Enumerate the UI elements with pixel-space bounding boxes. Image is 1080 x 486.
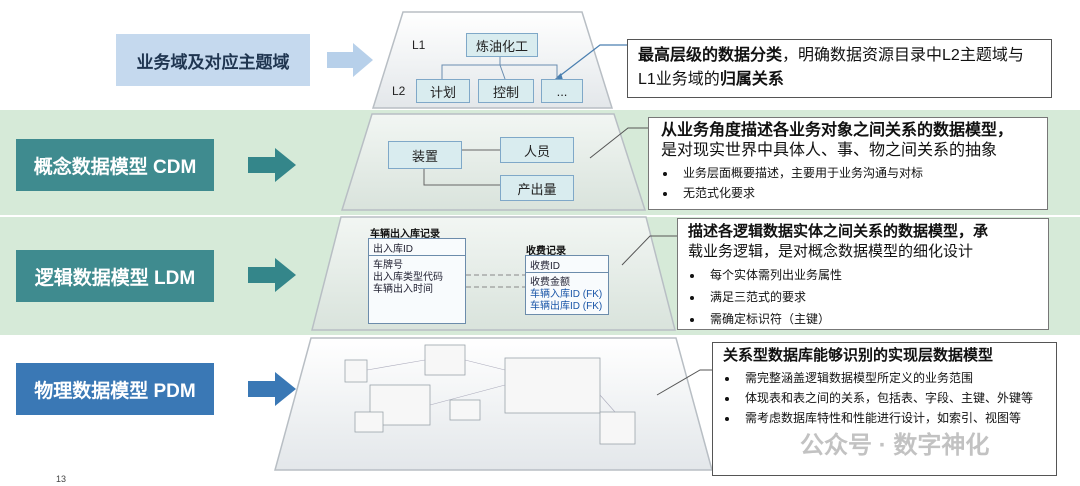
- ldm-table1-attr: 出入库类型代码: [373, 272, 443, 283]
- ldm-desc-title: 描述各逻辑数据实体之间关系的数据模型，承: [688, 223, 989, 240]
- domain-label: 业务域及对应主题域: [116, 34, 310, 86]
- ldm-table2-title: 收费记录: [526, 246, 566, 257]
- cdm-desc-bullet: 业务层面概要描述，主要用于业务沟通与对标: [677, 163, 1035, 183]
- cdm-description: 从业务角度描述各业务对象之间关系的数据模型， 是对现实世界中具体人、事、物之间关…: [648, 117, 1048, 210]
- l2-label: L2: [392, 84, 406, 98]
- ldm-table1-key: 出入库ID: [369, 239, 465, 256]
- ldm-desc-bullet: 需确定标识符（主键）: [704, 308, 1038, 330]
- domain-desc-bold: 最高层级的数据分类: [638, 47, 783, 64]
- pdm-label: 物理数据模型 PDM: [16, 363, 214, 415]
- arrow-right-icon: [327, 43, 373, 77]
- domain-root-node: 炼油化工: [466, 33, 538, 57]
- ldm-table1-attr: 车辆出入时间: [373, 284, 433, 295]
- cdm-desc-title: 从业务角度描述各业务对象之间关系的数据模型，: [661, 122, 1014, 139]
- cdm-label: 概念数据模型 CDM: [16, 139, 214, 191]
- pdm-desc-bullet: 需考虑数据库特性和性能进行设计，如索引、视图等: [739, 408, 1046, 428]
- domain-description: 最高层级的数据分类，明确数据资源目录中L2主题域与 L1业务域的归属关系: [627, 39, 1052, 98]
- pdm-desc-bullet: 体现表和表之间的关系，包括表、字段、主键、外键等: [739, 388, 1046, 408]
- pdm-description: 关系型数据库能够识别的实现层数据模型 需完整涵盖逻辑数据模型所定义的业务范围 体…: [712, 342, 1057, 476]
- arrow-right-icon: [248, 148, 296, 182]
- ldm-table2-attr: 收费金额: [530, 277, 570, 288]
- pyramid-tier-pdm: [274, 337, 713, 471]
- pdm-desc-title: 关系型数据库能够识别的实现层数据模型: [723, 347, 994, 364]
- ldm-table1: 出入库ID 车牌号 出入库类型代码 车辆出入时间: [368, 238, 466, 324]
- arrow-right-icon: [248, 372, 296, 406]
- ldm-label: 逻辑数据模型 LDM: [16, 250, 214, 302]
- tree-connector: [441, 55, 501, 79]
- watermark: 公众号 · 数字神化: [800, 432, 990, 459]
- ldm-table1-attr: 车牌号: [373, 260, 403, 271]
- ldm-description: 描述各逻辑数据实体之间关系的数据模型，承 载业务逻辑，是对概念数据模型的细化设计…: [677, 218, 1049, 330]
- cdm-entity-node: 产出量: [500, 175, 574, 201]
- ldm-callout-line: [621, 235, 677, 266]
- domain-child-node: 计划: [416, 79, 470, 103]
- ldm-desc-bullet: 每个实体需列出业务属性: [704, 264, 1038, 286]
- domain-desc-text: L1业务域的: [638, 71, 720, 88]
- l1-label: L1: [412, 38, 426, 52]
- pdm-desc-bullet: 需完整涵盖逻辑数据模型所定义的业务范围: [739, 368, 1046, 388]
- domain-desc-text: ，明确数据资源目录中L2主题域与: [782, 47, 1024, 64]
- ldm-table2-key: 收费ID: [526, 256, 608, 273]
- domain-child-node: ...: [541, 79, 583, 103]
- cdm-entity-node: 装置: [388, 141, 462, 169]
- pyramid-tier-ldm: [311, 216, 676, 331]
- domain-callout-line: [556, 44, 627, 79]
- cdm-entity-node: 人员: [500, 137, 574, 163]
- page-number: 13: [56, 474, 67, 484]
- ldm-table1-title: 车辆出入库记录: [370, 229, 440, 240]
- arrow-right-icon: [248, 258, 296, 292]
- domain-desc-bold: 归属关系: [719, 71, 784, 88]
- ldm-desc-title: 载业务逻辑，是对概念数据模型的细化设计: [688, 243, 974, 260]
- cdm-callout-line: [589, 127, 648, 159]
- domain-child-node: 控制: [478, 79, 534, 103]
- ldm-desc-bullet: 满足三范式的要求: [704, 286, 1038, 308]
- pdm-diagram-sketch: [344, 344, 636, 445]
- cdm-desc-bullet: 无范式化要求: [677, 183, 1035, 203]
- cdm-desc-title: 是对现实世界中具体人、事、物之间关系的抽象: [661, 142, 998, 159]
- ldm-table2: 收费ID 收费金额 车辆入库ID (FK) 车辆出库ID (FK): [525, 255, 609, 315]
- ldm-table2-attr: 车辆入库ID (FK): [530, 289, 603, 300]
- pdm-callout-line: [656, 369, 712, 396]
- ldm-table2-attr: 车辆出库ID (FK): [530, 301, 603, 312]
